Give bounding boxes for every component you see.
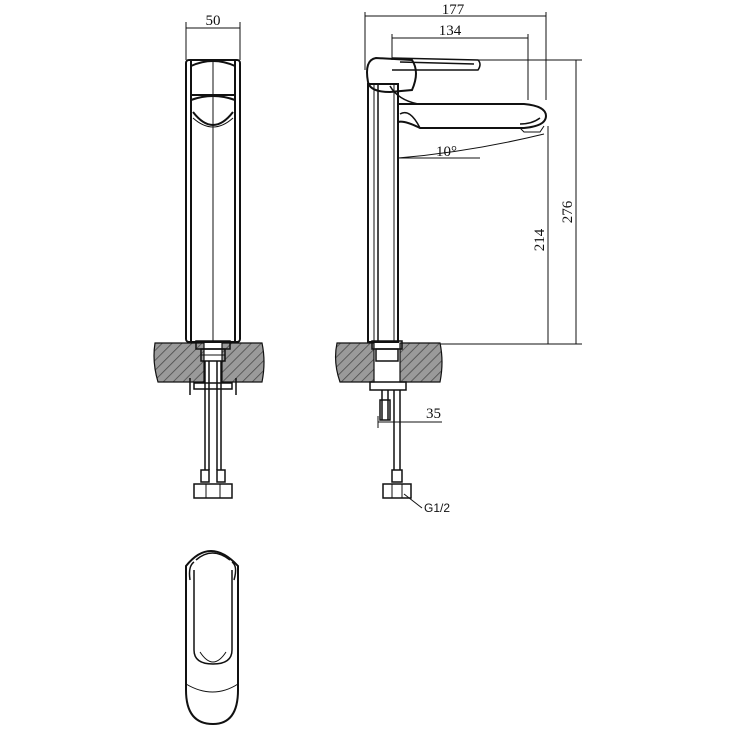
total-height-label: 276 (560, 200, 576, 223)
front-counter (153, 340, 265, 383)
top-view (185, 550, 239, 726)
dimension-total-height: 276 (440, 59, 582, 345)
tail-offset-label: 35 (426, 406, 441, 422)
dimension-handle-angle: 10° (397, 133, 545, 160)
handle-angle-label: 10° (436, 144, 457, 160)
side-handle (366, 56, 481, 105)
callout-inlet-thread: G1/2 (403, 493, 450, 515)
side-spout (397, 103, 548, 133)
dimension-total-reach: 177 (364, 2, 547, 100)
dimension-body-width: 50 (185, 13, 241, 60)
front-view: 50 (153, 13, 265, 499)
side-counter (334, 340, 443, 383)
total-reach-label: 177 (442, 2, 465, 18)
side-view: 177 134 276 214 (334, 2, 582, 515)
spout-height-label: 214 (532, 228, 548, 251)
body-width-label: 50 (206, 13, 221, 29)
inlet-thread-label: G1/2 (424, 501, 450, 515)
dimension-spout-reach: 134 (391, 23, 529, 100)
side-fixing (369, 348, 412, 499)
dimension-tail-offset: 35 (377, 406, 442, 428)
front-body (185, 59, 241, 343)
front-fixing (189, 348, 237, 499)
side-body (367, 83, 399, 343)
dimension-spout-height: 214 (532, 126, 549, 344)
spout-reach-label: 134 (439, 23, 462, 39)
